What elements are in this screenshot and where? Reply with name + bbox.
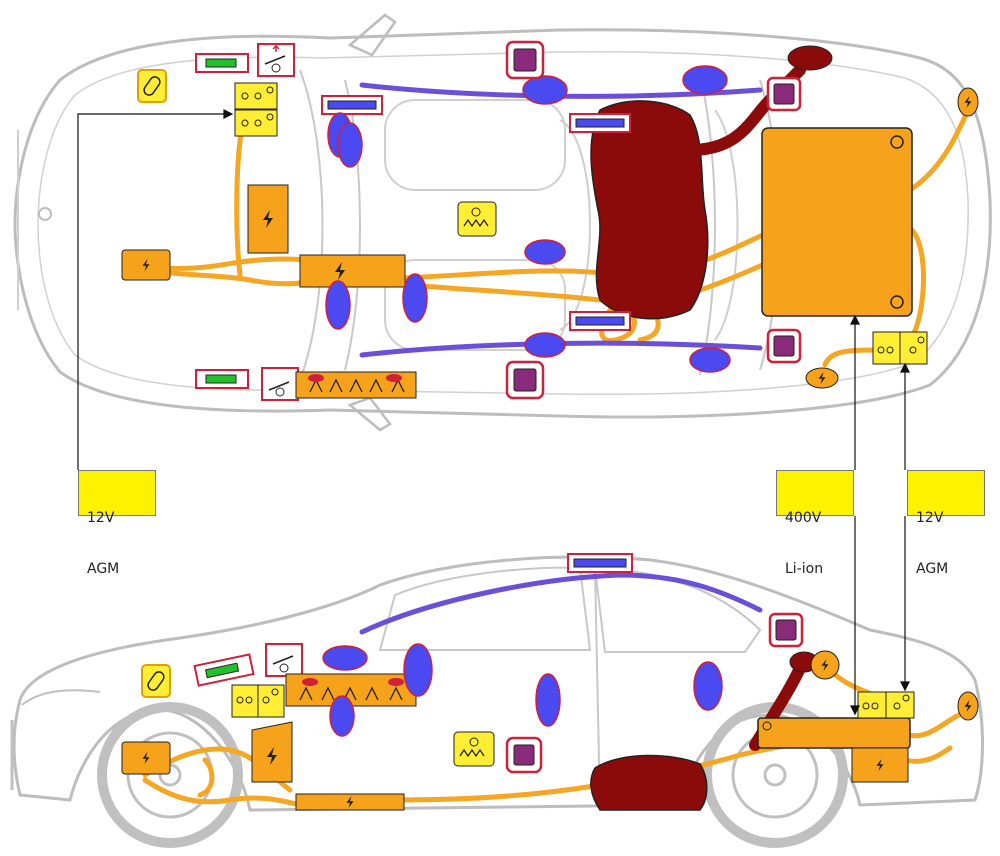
hv-component-front-left [121, 249, 171, 281]
airbag-icon [524, 332, 566, 358]
airbag-icon [337, 122, 363, 168]
active-hood-icon [261, 367, 299, 401]
battery-12v-rear-top [872, 331, 928, 365]
hv-connector-side-top [805, 367, 839, 389]
airbag-icon [329, 695, 355, 737]
battery-12v-rear-side [857, 691, 915, 719]
fuel-tank-side [590, 754, 708, 811]
hv-connector-rear-side [957, 691, 979, 721]
airbag-icon [535, 673, 561, 727]
airbag-icon [689, 347, 731, 373]
curtain-airbag-icon [359, 572, 763, 635]
callout-chemistry: AGM [916, 561, 949, 577]
car-side-view [10, 553, 984, 848]
knee-airbag-strip-side [285, 673, 417, 707]
callout-leaders [77, 109, 910, 716]
hv-component-front-side [121, 741, 171, 775]
gas-spring-icon [141, 664, 171, 698]
curtain-inflator [321, 95, 383, 115]
crash-sensor-icon [766, 76, 802, 112]
seatbelt-pretensioner-icon [193, 653, 255, 687]
callout-voltage: 12V [87, 510, 115, 526]
airbag-icon [322, 645, 368, 671]
hv-inverter-side [251, 721, 293, 783]
curtain-inflator [567, 553, 633, 573]
hv-connector-filler-side [810, 650, 840, 680]
crash-sensor-icon [766, 328, 802, 364]
callout-voltage: 12V [916, 510, 944, 526]
curtain-inflator [569, 311, 631, 331]
callout-voltage: 400V [785, 510, 822, 526]
airbag-icon [693, 661, 723, 711]
fuel-tank-top [590, 100, 709, 320]
airbag-icon [524, 239, 566, 265]
airbag-control-unit-side [453, 731, 495, 767]
callout-chemistry: AGM [87, 561, 120, 577]
seatbelt-pretensioner-icon [195, 369, 249, 389]
crash-sensor-icon [505, 360, 545, 400]
fuel-filler-cap-top [787, 45, 833, 71]
callout-chemistry: Li-ion [785, 561, 824, 577]
hv-cable-tray-side [295, 793, 405, 811]
crash-sensor-icon [768, 612, 804, 648]
callout-front-12v-agm: 12V AGM [78, 470, 156, 577]
knee-airbag-strip-top [295, 371, 417, 399]
callout-hv-400v-liion: 400V Li-ion [776, 470, 854, 577]
gas-spring-icon [137, 69, 167, 103]
crash-sensor-icon [505, 736, 543, 774]
hv-dcdc-top [299, 254, 406, 288]
front-wheel [97, 702, 243, 848]
callout-rear-12v-agm: 12V AGM [907, 470, 985, 577]
hv-inverter-top [247, 184, 289, 254]
airbag-control-unit-top [457, 201, 497, 237]
active-hood-icon [257, 43, 295, 77]
active-hood-icon [265, 643, 303, 677]
airbag-icon [522, 75, 568, 105]
seatbelt-pretensioner-icon [195, 53, 249, 73]
hv-connector-rear-top [957, 87, 979, 117]
airbag-icon [682, 65, 728, 95]
hv-component-rear-side [851, 747, 909, 783]
hv-battery-side [757, 717, 911, 749]
crash-sensor-icon [505, 40, 545, 80]
curtain-inflator [569, 113, 631, 133]
airbag-icon [403, 643, 433, 697]
battery-12v-front-side [231, 684, 285, 718]
hv-battery-top [761, 127, 913, 317]
car-top-view [13, 13, 992, 432]
airbag-icon [402, 273, 428, 323]
car-top-outline [13, 28, 992, 419]
airbag-icon [325, 280, 351, 330]
battery-12v-front-top [234, 82, 278, 137]
